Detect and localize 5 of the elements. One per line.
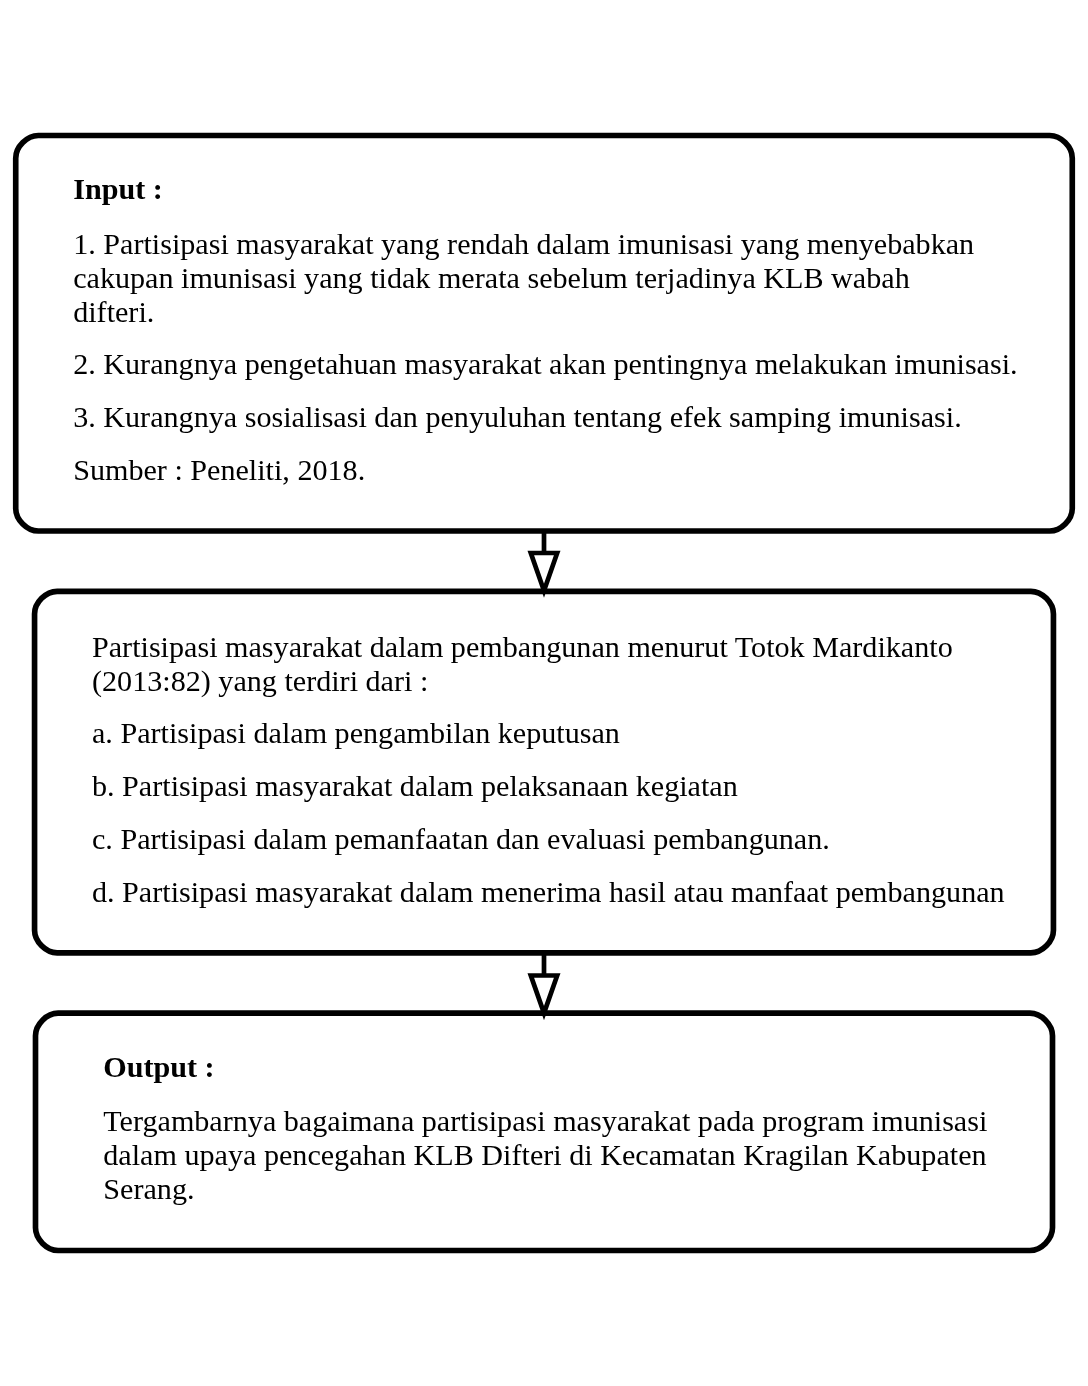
node-box: Input : 1. Partisipasi masyarakat yang rendah dalam imunisasi yang menyebabkan cakupan imunisasi yang tidak merata sebelum terjadinya KLB wabah difteri. 2. Kurangnya pengetahuan masyarakat akan pentingnya melakukan imunisasi. 3. Kurangnya sosialisasi dan penyuluhan tentang efek samping imunisasi. Sumber : Peneliti, 2018. [12,132,1076,534]
node-box: Partisipasi masyarakat dalam pembangunan menurut Totok Mardikanto (2013:82) yang terdiri dari : a. Partisipasi dalam pengambilan keputusan b. Partisipasi masyarakat dalam pelaksanaan kegiatan c. Partisipasi dalam pemanfaatan dan evaluasi pembangunan. d. Partisipasi masyarakat dalam menerima hasil atau manfaat pembangunan [31,588,1057,956]
arrow [527,953,561,1021]
arrow [527,531,561,598]
node-box: Output : Tergambarnya bagaimana partisipasi masyarakat pada program imunisasi dalam upaya pencegahan KLB Difteri di Kecamatan Kragilan Kabupaten Serang. [32,1010,1056,1254]
